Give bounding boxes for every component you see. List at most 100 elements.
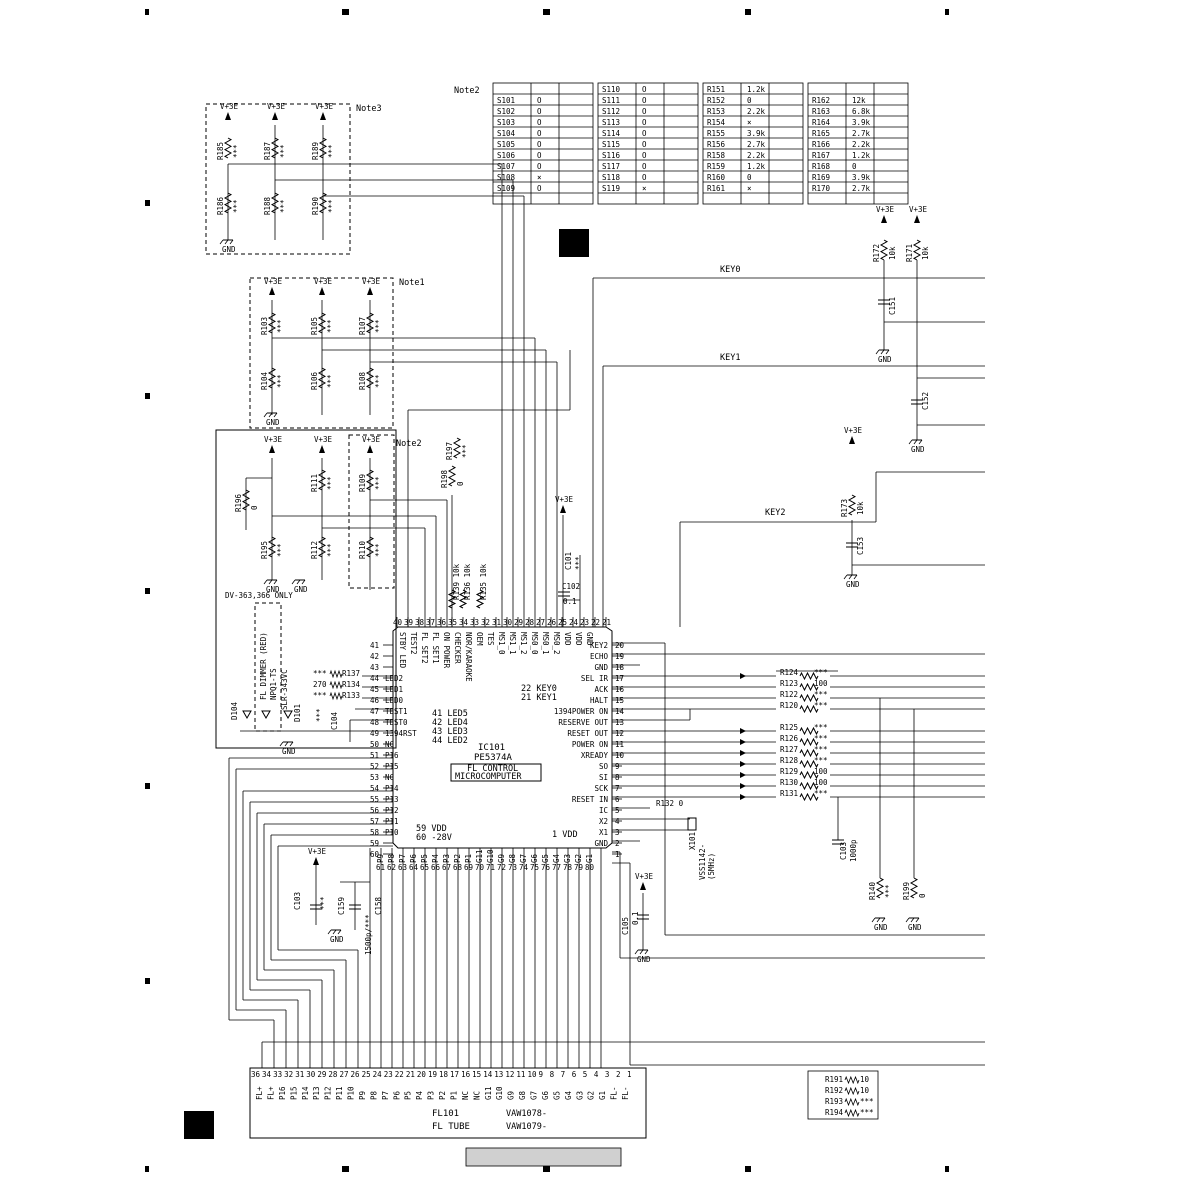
resistor-icon (799, 748, 819, 758)
fl-dimmer-note: FL DIMMER (RED) (259, 632, 268, 700)
note2-network: Note2 (215, 429, 422, 749)
fl-pin-number: 6 (572, 1070, 577, 1079)
capacitor-value: 0.1 (563, 597, 577, 606)
gnd-label: GND (266, 585, 280, 594)
resistor-value: *** (313, 691, 327, 700)
table-value: O (642, 96, 647, 105)
ic-pin-signal: G2 (574, 854, 583, 863)
table-value: 2.7k (852, 184, 871, 193)
ic-title-1: FL CONTROL (467, 764, 518, 774)
wiring (227, 125, 985, 1068)
resistor-value: *** (814, 690, 828, 699)
resistor-ref: R133 (342, 691, 360, 700)
ic-pin-number: 11 (615, 740, 624, 749)
table-ref: R153 (707, 107, 725, 116)
supply-label: V+3E (314, 435, 333, 444)
ic-pin-number: 34 (459, 618, 469, 627)
capacitor-ref: C105 (621, 917, 630, 935)
resistor-ref: R109 (358, 474, 367, 492)
dv-note: DV-363,366 ONLY (225, 591, 293, 600)
ic-pin-number: 42 (370, 652, 379, 661)
resistor-ref: R172 (872, 244, 881, 262)
capacitor-value: *** (315, 708, 324, 722)
gnd-label: GND (878, 355, 892, 364)
table-ref: R167 (812, 151, 830, 160)
ic-pin-number: 65 (420, 863, 429, 872)
ic-pin-signal: LED2 (385, 674, 403, 683)
resistor-icon (458, 589, 468, 609)
table-value: O (642, 118, 647, 127)
resistor-icon (799, 792, 819, 802)
resistor-ref: R112 (310, 541, 319, 559)
table-ref: S110 (602, 85, 621, 94)
table-ref: R159 (707, 162, 725, 171)
table-ref: S106 (497, 151, 516, 160)
ic-pin-number: 27 (536, 618, 545, 627)
resistor-ref: R188 (263, 196, 272, 215)
ic-pin-signal: VDD (563, 632, 572, 646)
resistor-value: 100 (814, 767, 828, 776)
fl-pin-signal: FL- (621, 1086, 630, 1100)
resistor-ref: R197 (445, 442, 454, 460)
table-ref: R168 (812, 162, 831, 171)
ic-pin-signal: G4 (552, 853, 561, 863)
ic-pin-signal: G3 (563, 854, 572, 863)
fl-name: FL TUBE (432, 1122, 470, 1132)
resistor-value: *** (374, 319, 383, 333)
fl-pin-number: 20 (417, 1070, 427, 1079)
fl-pin-signal: G5 (552, 1091, 561, 1100)
net-key2: KEY2 (765, 508, 785, 518)
resistor-value: *** (276, 543, 285, 557)
table-value: 1.2k (747, 162, 766, 171)
fl-pin-number: 10 (527, 1070, 537, 1079)
supply-label: V+3E (844, 426, 863, 435)
fl-pin-signal: G10 (495, 1086, 504, 1100)
capacitor-ref: C159 (337, 897, 346, 915)
ic-inner-label: 59 VDD (416, 824, 447, 834)
ic-pin-signal: P9 (376, 854, 385, 863)
ic101-microcomputer: IC101 PE5374A FL CONTROL MICROCOMPUTER 4… (392, 626, 613, 849)
ic-pin-number: 45 (370, 685, 379, 694)
gnd-label: GND (911, 445, 925, 454)
supply-arrow-icon (269, 287, 275, 295)
fl101-connector: FL101 FL TUBE VAW1078- VAW1079- (249, 1067, 647, 1139)
resistor-value: *** (374, 476, 383, 490)
resistor-icon (447, 465, 457, 487)
ic-pin-number: 46 (370, 696, 380, 705)
resistor-value: *** (279, 199, 288, 213)
resistor-value: 0 (918, 893, 927, 898)
resistor-ref: R129 (780, 767, 798, 776)
fl-pin-number: 11 (516, 1070, 525, 1079)
resistor-icon (799, 693, 819, 703)
table-value: 2.2k (747, 107, 766, 116)
ic-pin-signal: P5 (420, 854, 429, 863)
resistor-ref: R122 (780, 690, 798, 699)
resistor-value: *** (326, 319, 335, 333)
table-ref: S102 (497, 107, 515, 116)
signal-arrow-icon (740, 728, 746, 734)
ic-pin-number: 58 (370, 828, 380, 837)
resistor-ref: R104 (260, 371, 269, 390)
ic-pin-number: 79 (574, 863, 583, 872)
resistor-value: *** (884, 884, 893, 898)
ic-ref: IC101 (478, 743, 505, 753)
ic-pin-signal: ON POWER (442, 632, 451, 669)
note3-network: Note3 (205, 103, 382, 255)
resistor-ref: R123 (780, 679, 798, 688)
ic-inner-label: 44 LED2 (432, 736, 468, 746)
ic-pin-number: 31 (492, 618, 501, 627)
table-ref: S111 (602, 96, 620, 105)
ic-pin-number: 3 (615, 828, 620, 837)
table-value: O (642, 151, 647, 160)
page-footer-bar (465, 1147, 622, 1167)
supply-arrow-icon (367, 287, 373, 295)
table-value: 1.2k (852, 151, 871, 160)
resistor-ref: R139 10k (452, 563, 461, 600)
fl-pin-signal: P14 (301, 1086, 310, 1100)
ic-pin-signal: MS1_0 (497, 632, 506, 655)
ic-pin-number: 9 (615, 762, 620, 771)
ic-inner-label: 43 LED3 (432, 727, 468, 737)
resistor-ref: R107 (358, 317, 367, 335)
